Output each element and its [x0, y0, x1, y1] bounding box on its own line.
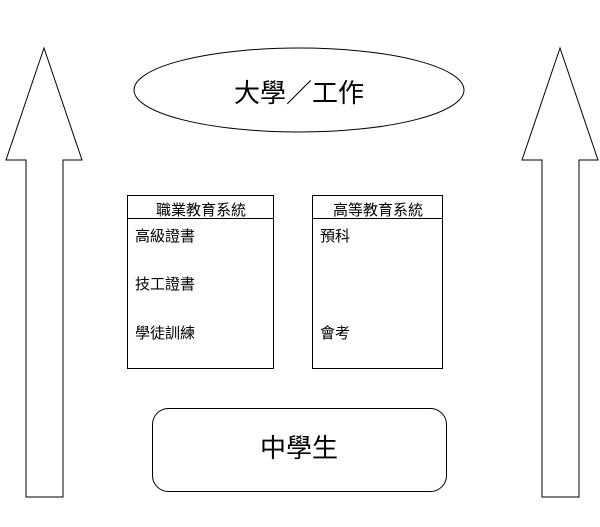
vocational-title: 職業教育系統 — [155, 201, 246, 219]
vocational-item: 學徒訓練 — [135, 324, 196, 342]
vocational-item: 高級證書 — [135, 227, 196, 245]
university-work-ellipse — [133, 47, 465, 133]
higher-item: 預科 — [320, 227, 351, 245]
higher-box — [312, 195, 443, 369]
right-up-arrow — [521, 46, 599, 498]
higher-title: 高等教育系統 — [332, 201, 423, 219]
left-up-arrow — [5, 46, 83, 498]
vocational-item: 技工證書 — [135, 275, 196, 293]
higher-item: 會考 — [320, 324, 351, 342]
vocational-box — [127, 195, 274, 369]
secondary-student-label: 中學生 — [259, 434, 338, 464]
university-work-label: 大學／工作 — [233, 79, 364, 109]
secondary-student-box — [152, 408, 447, 492]
